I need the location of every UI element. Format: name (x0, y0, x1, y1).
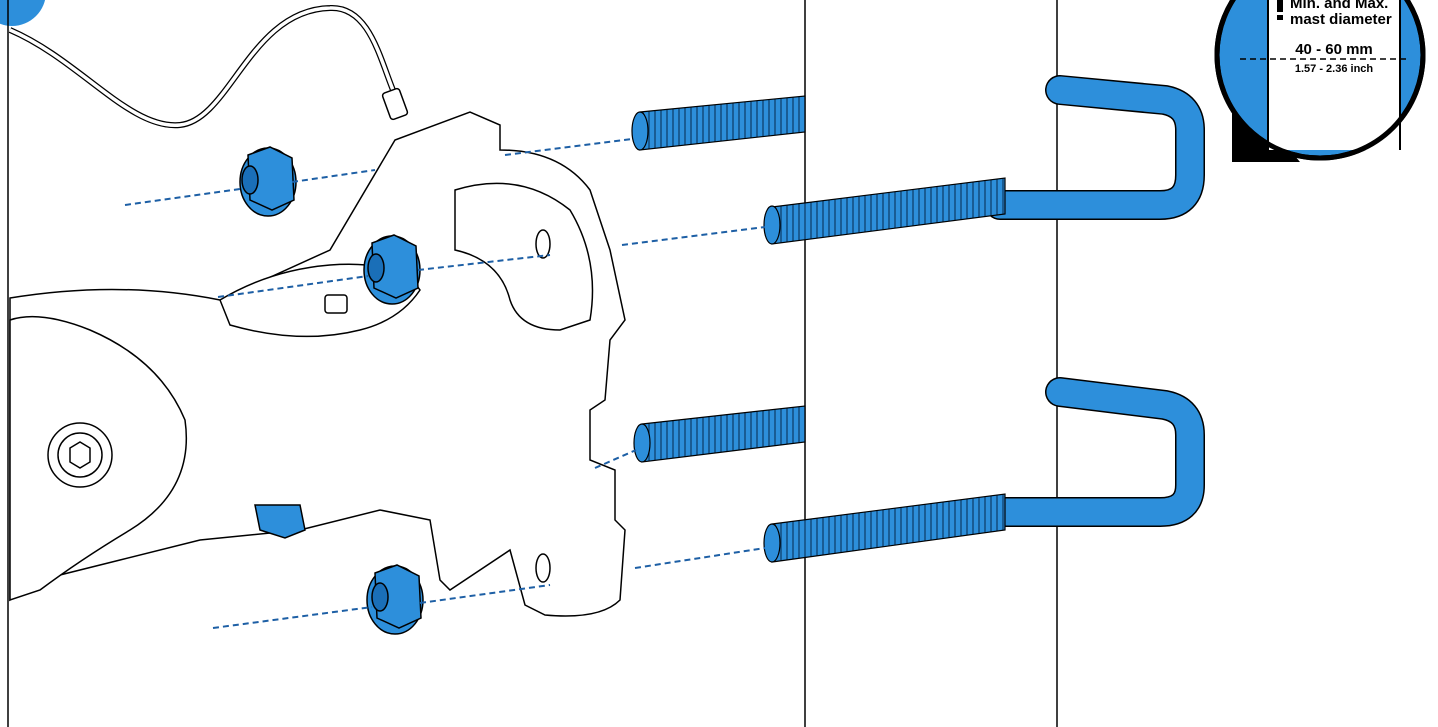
hex-flange-nut-icon (239, 146, 424, 635)
threaded-rods (631, 95, 1006, 563)
callout-imperial: 1.57 - 2.36 inch (1295, 63, 1374, 75)
mast-diameter-callout: Min. and Max. mast diameter 40 - 60 mm 1… (1214, 0, 1426, 162)
u-bolt-icon (985, 75, 1205, 527)
callout-heading-line1: Min. and Max. (1290, 0, 1388, 12)
alignment-guides (124, 138, 766, 629)
warning-exclamation-icon (1277, 0, 1283, 20)
callout-heading-line2: mast diameter (1290, 11, 1392, 28)
step-marker-icon (0, 0, 46, 26)
mount-bracket (9, 111, 626, 617)
mast (804, 0, 1058, 727)
callout-metric: 40 - 60 mm (1295, 41, 1373, 58)
